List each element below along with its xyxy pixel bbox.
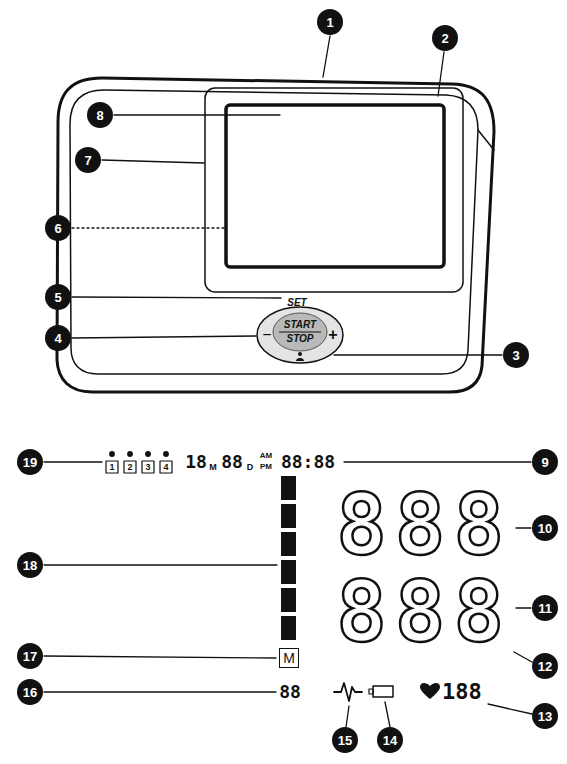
callout-text: 18: [23, 559, 37, 572]
memory-indicator: M: [279, 648, 299, 668]
callout-text: 17: [23, 650, 37, 663]
display-indicator: 3: [145, 463, 150, 472]
start-stop-button: − START STOP +: [255, 305, 345, 365]
callout-text: 12: [538, 660, 552, 673]
callout-number: 1: [317, 9, 343, 35]
callout-text: 1: [326, 16, 333, 29]
callout-text: 5: [54, 291, 61, 304]
callout-number: 9: [532, 449, 558, 475]
callout-text: 15: [338, 734, 352, 747]
callout-number: 8: [87, 102, 113, 128]
callout-text: 10: [538, 522, 552, 535]
callout-number: 15: [332, 727, 358, 753]
callout-number: 5: [45, 284, 71, 310]
callout-number: 19: [17, 449, 43, 475]
display-digits: 888: [336, 570, 512, 654]
callout-text: 3: [512, 349, 519, 362]
display-digits: 188: [442, 681, 482, 703]
display-indicator: 2: [127, 463, 132, 472]
display-indicator: AM: [260, 452, 272, 460]
display-digits: 88: [221, 453, 243, 471]
button-symbol: +: [328, 327, 337, 343]
callout-number: 12: [532, 653, 558, 679]
callout-number: 17: [17, 643, 43, 669]
callout-number: 4: [45, 325, 71, 351]
callout-text: 7: [84, 154, 91, 167]
display-digits: 88:88: [281, 453, 335, 471]
button-text: STOP: [286, 334, 313, 344]
callout-number: 2: [432, 25, 458, 51]
button-text: START: [284, 320, 316, 330]
callout-number: 10: [532, 515, 558, 541]
callout-text: 14: [383, 734, 397, 747]
callout-text: 9: [541, 456, 548, 469]
callout-text: 4: [54, 332, 61, 345]
display-digits: 18: [185, 453, 207, 471]
callout-text: 6: [54, 222, 61, 235]
callout-number: 3: [503, 342, 529, 368]
callout-text: 2: [441, 32, 448, 45]
display-indicator: PM: [260, 463, 272, 471]
display-digits: 888: [336, 483, 512, 567]
callout-number: 6: [45, 215, 71, 241]
display-indicator: M: [209, 463, 217, 472]
callout-number: 11: [532, 595, 558, 621]
button-symbol: −: [262, 327, 271, 343]
display-indicator: 1: [109, 463, 114, 472]
callout-text: 19: [23, 456, 37, 469]
button-label: SET: [287, 298, 306, 308]
callout-number: 16: [17, 679, 43, 705]
callout-text: 11: [538, 602, 552, 615]
display-digits: 88: [279, 683, 301, 701]
callout-text: 13: [538, 710, 552, 723]
callout-number: 13: [532, 703, 558, 729]
display-indicator: 4: [163, 463, 168, 472]
callout-number: 7: [75, 147, 101, 173]
callout-text: 8: [96, 109, 103, 122]
callout-text: 16: [23, 686, 37, 699]
callout-number: 14: [377, 727, 403, 753]
display-indicator: D: [247, 463, 254, 472]
memory-letter: M: [283, 651, 295, 665]
callout-number: 18: [17, 552, 43, 578]
